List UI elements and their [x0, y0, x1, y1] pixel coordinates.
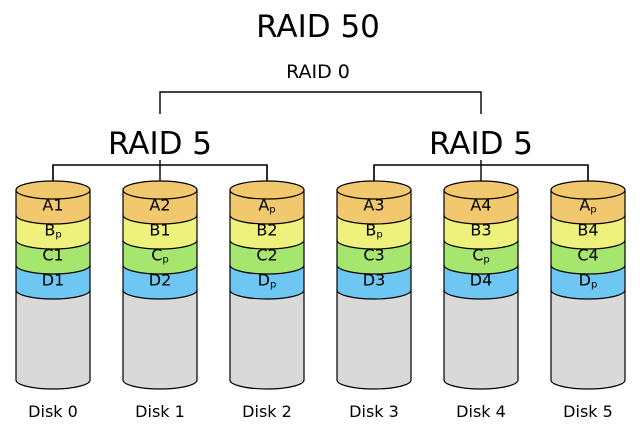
block-label: D2 [149, 271, 172, 290]
block-label: Cp [472, 246, 490, 266]
disk-top-cap [15, 180, 91, 200]
block-d1 [15, 264, 91, 300]
block-label: D4 [470, 271, 493, 290]
block-label: C2 [256, 246, 277, 265]
diagram-title: RAID 50 [256, 9, 380, 45]
block-dp [229, 264, 305, 300]
disk-top-cap [550, 180, 626, 200]
disk-label: Disk 0 [28, 402, 78, 421]
block-a2 [122, 189, 198, 225]
block-bp [15, 214, 91, 250]
disk-label: Disk 5 [563, 402, 613, 421]
block-a1 [15, 189, 91, 225]
block-b3 [443, 214, 519, 250]
block-ap [229, 189, 305, 225]
disk-free-space [122, 289, 198, 390]
disk-free-space [229, 289, 305, 390]
block-label: Dp [258, 271, 277, 291]
block-c1 [15, 239, 91, 275]
block-label: B2 [256, 221, 277, 240]
block-label: C4 [577, 246, 598, 265]
block-label: Bp [44, 221, 61, 241]
disk-label: Disk 3 [349, 402, 399, 421]
disk-free-space [336, 289, 412, 390]
block-label: Ap [579, 196, 596, 216]
disk-label: Disk 1 [135, 402, 185, 421]
block-label: Cp [151, 246, 169, 266]
block-d3 [336, 264, 412, 300]
disk-label: Disk 2 [242, 402, 292, 421]
block-label: Ap [258, 196, 275, 216]
block-label: D3 [363, 271, 386, 290]
block-label: Dp [579, 271, 598, 291]
block-a4 [443, 189, 519, 225]
disk-top-cap [336, 180, 412, 200]
block-d4 [443, 264, 519, 300]
block-cp [443, 239, 519, 275]
raid0-connector [159, 91, 482, 114]
block-cp [122, 239, 198, 275]
block-d2 [122, 264, 198, 300]
disk-free-space [15, 289, 91, 390]
block-ap [550, 189, 626, 225]
raid5-group-label-right: RAID 5 [429, 126, 533, 162]
block-label: B1 [149, 221, 170, 240]
block-a3 [336, 189, 412, 225]
block-b4 [550, 214, 626, 250]
disk-free-space [550, 289, 626, 390]
block-label: C1 [42, 246, 63, 265]
disk-top-cap [443, 180, 519, 200]
block-c4 [550, 239, 626, 275]
disk-label: Disk 4 [456, 402, 506, 421]
disk-top-cap [122, 180, 198, 200]
block-bp [336, 214, 412, 250]
block-label: A3 [363, 196, 384, 215]
block-label: Bp [365, 221, 382, 241]
block-b1 [122, 214, 198, 250]
block-label: A1 [42, 196, 63, 215]
block-b2 [229, 214, 305, 250]
block-label: A2 [149, 196, 170, 215]
block-c3 [336, 239, 412, 275]
block-label: D1 [42, 271, 65, 290]
block-label: B4 [577, 221, 598, 240]
disk-free-space [443, 289, 519, 390]
block-dp [550, 264, 626, 300]
block-label: C3 [363, 246, 384, 265]
block-label: B3 [470, 221, 491, 240]
raid0-label: RAID 0 [286, 61, 350, 83]
raid5-group-label-left: RAID 5 [108, 126, 212, 162]
block-label: A4 [470, 196, 491, 215]
block-c2 [229, 239, 305, 275]
disk-top-cap [229, 180, 305, 200]
